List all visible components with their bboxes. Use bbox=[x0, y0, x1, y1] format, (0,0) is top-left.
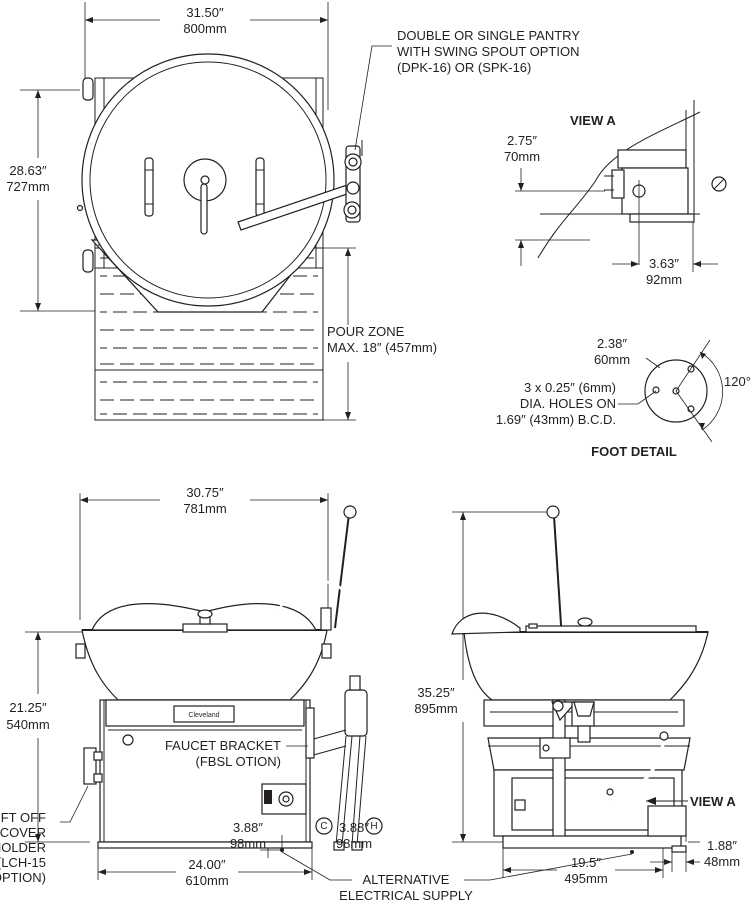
front-base-inch: 24.00″ bbox=[188, 857, 226, 872]
view-a-dim1-mm: 70mm bbox=[504, 149, 540, 164]
side-base-inch: 19.5″ bbox=[571, 855, 601, 870]
faucet-bracket-line1: FAUCET BRACKET bbox=[165, 738, 281, 753]
top-view: 31.50″ 800mm 28.63″ 727mm bbox=[6, 2, 580, 421]
cold-marker bbox=[315, 817, 333, 835]
view-a-detail: VIEW A 2.75″ 70mm 3.63″ 92mm bbox=[504, 100, 727, 287]
front-width-inch: 30.75″ bbox=[186, 485, 224, 500]
view-a-title: VIEW A bbox=[570, 113, 616, 128]
front-base-mm: 610mm bbox=[185, 873, 228, 888]
side-base-mm: 495mm bbox=[564, 871, 607, 886]
hot-label: H bbox=[370, 821, 377, 832]
side-view: 35.25″ 895mm bbox=[414, 505, 740, 886]
lift-off-line1: LIFT OFF bbox=[0, 810, 46, 825]
lever-ball-side bbox=[546, 505, 560, 519]
foot-holes-line1: 3 x 0.25″ (6mm) bbox=[524, 380, 616, 395]
side-height-inch: 35.25″ bbox=[417, 685, 455, 700]
top-width-inch: 31.50″ bbox=[186, 5, 224, 20]
pour-zone-label-line2: MAX. 18″ (457mm) bbox=[327, 340, 437, 355]
foot-dia-mm: 60mm bbox=[594, 352, 630, 367]
side-foot-mm: 48mm bbox=[704, 854, 740, 869]
hot-marker bbox=[365, 817, 383, 835]
tilt-mechanism bbox=[539, 699, 595, 839]
brand-label: Cleveland bbox=[188, 712, 219, 719]
view-a-dim2-mm: 92mm bbox=[646, 272, 682, 287]
side-foot-inch: 1.88″ bbox=[707, 838, 737, 853]
lift-off-line5: OPTION) bbox=[0, 870, 46, 885]
top-height-inch: 28.63″ bbox=[9, 163, 47, 178]
front-bowl bbox=[81, 629, 328, 701]
top-height-mm: 727mm bbox=[6, 179, 49, 194]
lift-off-line4: (LCH-15 bbox=[0, 855, 46, 870]
top-width-mm: 800mm bbox=[183, 21, 226, 36]
side-bowl bbox=[463, 631, 709, 701]
front-height-inch: 21.25″ bbox=[9, 700, 47, 715]
side-view-a-ref: VIEW A bbox=[690, 794, 736, 809]
faucet-assembly bbox=[278, 505, 368, 851]
view-a-dim1-inch: 2.75″ bbox=[507, 133, 537, 148]
pantry-valve bbox=[343, 140, 363, 223]
cold-label: C bbox=[320, 821, 327, 832]
foot-holes-line2: DIA. HOLES ON bbox=[520, 396, 616, 411]
pantry-label-line1: DOUBLE OR SINGLE PANTRY bbox=[397, 28, 580, 43]
view-a-dim2-inch: 3.63″ bbox=[649, 256, 679, 271]
foot-dia-inch: 2.38″ bbox=[597, 336, 627, 351]
cover-handle-left bbox=[144, 157, 154, 217]
foot-angle: 120° bbox=[724, 374, 751, 389]
electrical-supply-line1: ALTERNATIVE bbox=[363, 872, 450, 887]
left-offset-inch: 3.88″ bbox=[233, 820, 263, 835]
lift-off-line3: HOLDER bbox=[0, 840, 46, 855]
lift-off-cover-holder bbox=[83, 747, 97, 785]
electrical-supply-line2: ELECTRICAL SUPPLY bbox=[339, 888, 473, 903]
front-view: 30.75″ 781mm 21.25″ 540mm Cleveland bbox=[0, 485, 633, 903]
pantry-label-line3: (DPK-16) OR (SPK-16) bbox=[397, 60, 531, 75]
side-height-mm: 895mm bbox=[414, 701, 457, 716]
front-base-plate bbox=[97, 841, 313, 849]
cover-handle-right bbox=[255, 157, 265, 217]
pour-zone-dashes-lower bbox=[100, 381, 318, 415]
pantry-label-line2: WITH SWING SPOUT OPTION bbox=[397, 44, 579, 59]
right-offset-inch: 3.88″ bbox=[339, 820, 369, 835]
foot-detail-title: FOOT DETAIL bbox=[591, 444, 677, 459]
pour-zone-label-line1: POUR ZONE bbox=[327, 324, 405, 339]
lever-ball-front bbox=[343, 505, 357, 519]
side-base-plate bbox=[502, 835, 682, 849]
lift-off-line2: COVER bbox=[0, 825, 46, 840]
brand-plate bbox=[173, 705, 235, 723]
right-offset-mm: 98mm bbox=[336, 836, 372, 851]
front-height-mm: 540mm bbox=[6, 717, 49, 732]
foot-holes-line3: 1.69″ (43mm) B.C.D. bbox=[496, 412, 616, 427]
left-offset-mm: 98mm bbox=[230, 836, 266, 851]
foot-detail: 120° 2.38″ 60mm 3 x 0.25″ (6mm) DIA. HOL… bbox=[496, 336, 751, 459]
front-width-mm: 781mm bbox=[183, 501, 226, 516]
faucet-bracket-line2: (FBSL OTION) bbox=[196, 754, 281, 769]
